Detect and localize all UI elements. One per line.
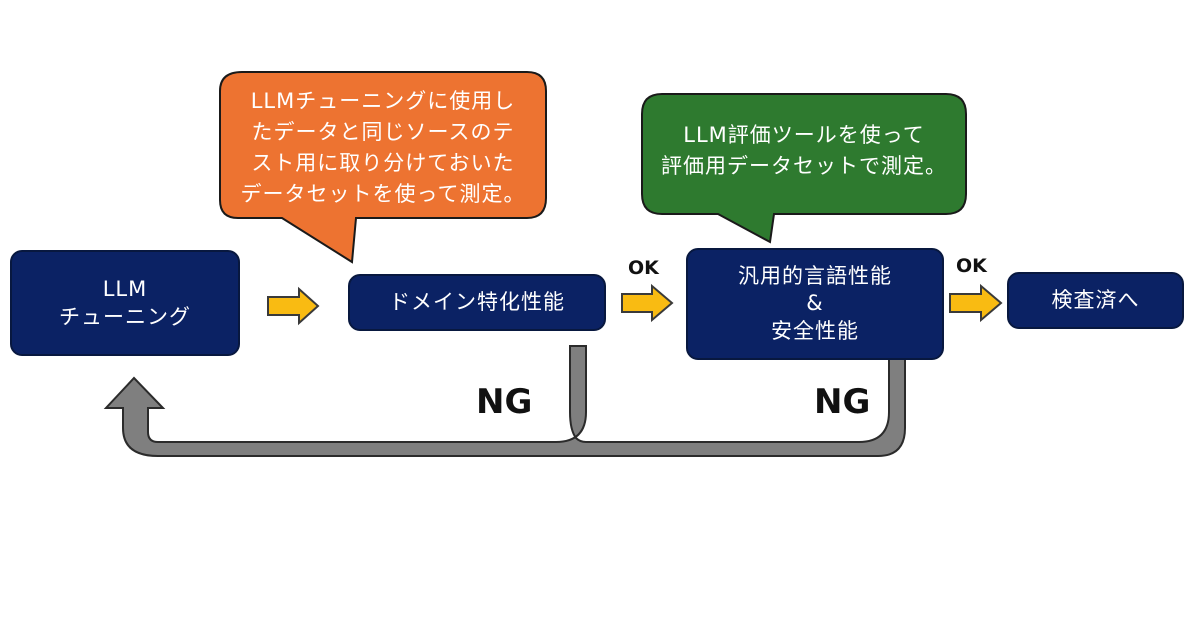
node-llm-tuning: LLM チューニング [10, 250, 240, 356]
node-general-safety-line2: & [806, 291, 824, 316]
orange-callout-shape [219, 71, 547, 264]
ok-label-2: OK [956, 255, 987, 277]
orange-callout-line: データセットを使って測定。 [240, 182, 526, 206]
arrow-domain-to-general [621, 283, 674, 323]
node-general-safety-line1: 汎用的言語性能 [738, 264, 892, 289]
orange-callout-line: スト用に取り分けておいた [251, 151, 515, 175]
ng-return-path [103, 345, 906, 457]
green-callout-shape [641, 93, 967, 244]
green-callout-text: LLM評価ツールを使って 評価用データセットで測定。 [644, 120, 964, 182]
green-callout-line: 評価用データセットで測定。 [661, 154, 947, 178]
orange-callout-line: LLMチューニングに使用し [250, 89, 516, 113]
arrow-general-to-done [949, 283, 1003, 323]
ok-label-1: OK [628, 257, 659, 279]
orange-callout-text: LLMチューニングに使用し たデータと同じソースのテ スト用に取り分けておいた … [222, 86, 544, 210]
node-inspected-label: 検査済へ [1051, 288, 1140, 313]
green-callout-line: LLM評価ツールを使って [683, 123, 925, 147]
node-domain-performance-label: ドメイン特化性能 [389, 290, 565, 315]
arrow-tuning-to-domain [267, 286, 320, 326]
node-domain-performance: ドメイン特化性能 [348, 274, 606, 331]
node-general-safety-line3: 安全性能 [771, 318, 859, 343]
orange-callout-line: たデータと同じソースのテ [251, 120, 515, 144]
node-llm-tuning-line1: LLM [102, 276, 148, 301]
node-inspected: 検査済へ [1007, 272, 1184, 329]
ng-label-2: NG [814, 382, 871, 422]
ng-label-1: NG [476, 382, 533, 422]
node-general-safety: 汎用的言語性能 & 安全性能 [686, 248, 944, 360]
node-llm-tuning-line2: チューニング [59, 305, 191, 329]
